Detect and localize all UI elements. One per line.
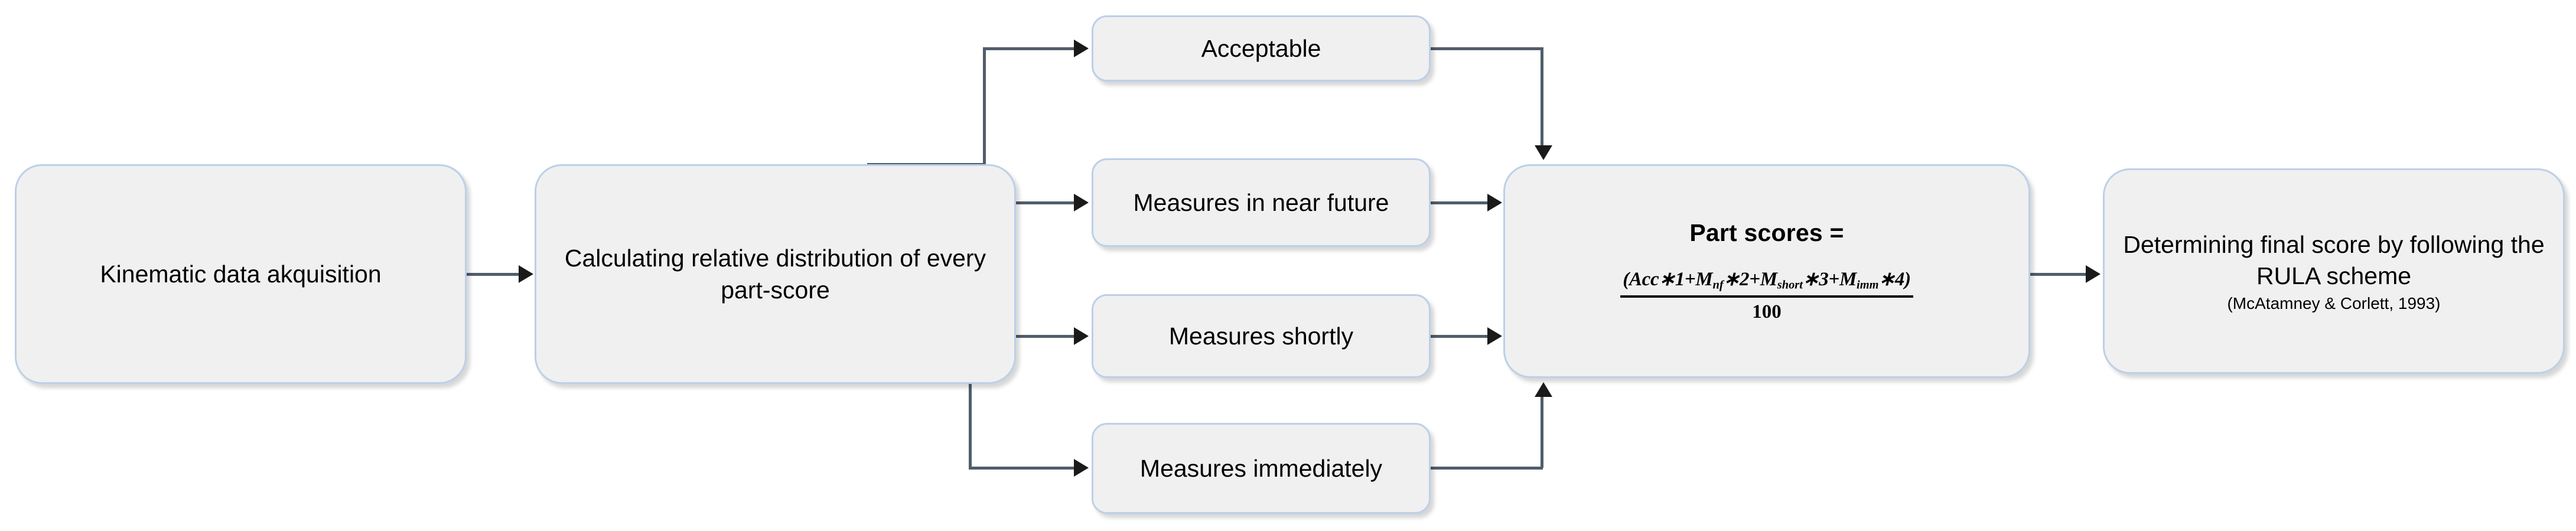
arrowhead-acceptable-in: [1074, 40, 1089, 57]
arrowhead-partscores-bottom-in: [1535, 382, 1552, 397]
node-acceptable[interactable]: Acceptable: [1092, 15, 1431, 82]
formula-denominator: 100: [1752, 301, 1782, 322]
final-score-label: Determining final score by following the…: [2123, 230, 2545, 289]
edge-calculating-to-near-future: [1016, 201, 1075, 204]
edge-branch-up-horizontal: [983, 47, 1075, 50]
arrowhead-shortly-in: [1074, 327, 1089, 345]
arrowhead-near-future-in: [1074, 194, 1089, 211]
arrowhead-partscores-top-in: [1535, 145, 1552, 160]
edge-shortly-to-partscores: [1431, 335, 1489, 338]
edge-branch-up-vertical: [983, 48, 986, 164]
node-measures-in-near-future[interactable]: Measures in near future: [1092, 158, 1431, 247]
edge-acceptable-to-partscores-h: [1431, 47, 1543, 50]
part-scores-formula: (Acc∗1+Mnf∗2+Mshort∗3+Mimm∗4) 100: [1620, 267, 1913, 323]
arrowhead-calculating-in: [519, 265, 533, 283]
node-measures-shortly[interactable]: Measures shortly: [1092, 294, 1431, 378]
formula-numerator: (Acc∗1+Mnf∗2+Mshort∗3+Mimm∗4): [1620, 267, 1913, 298]
arrowhead-partscores-in-1: [1487, 194, 1502, 211]
node-label: Measures shortly: [1168, 322, 1354, 350]
arrowhead-immediately-in: [1074, 459, 1089, 477]
node-label: Calculating relative distribution of eve…: [564, 244, 986, 304]
node-kinematic-data-akquisition[interactable]: Kinematic data akquisition: [15, 164, 467, 384]
edge-calculating-to-shortly: [1016, 335, 1075, 338]
edge-branch-down-horizontal: [969, 467, 1075, 470]
formula-numerator-text: (Acc∗1+Mnf∗2+Mshort∗3+Mimm∗4): [1623, 269, 1911, 292]
node-part-scores[interactable]: Part scores = (Acc∗1+Mnf∗2+Mshort∗3+Mimm…: [1503, 164, 2030, 378]
node-label: Measures in near future: [1133, 188, 1389, 216]
node-label: Measures immediately: [1139, 454, 1383, 482]
edge-near-future-to-partscores: [1431, 201, 1489, 204]
node-label: Acceptable: [1201, 34, 1321, 62]
edge-kinematic-to-calculating: [467, 273, 519, 276]
edge-acceptable-to-partscores-v: [1541, 47, 1543, 146]
node-label: Kinematic data akquisition: [100, 260, 382, 288]
arrowhead-finalscore-in: [2086, 265, 2100, 283]
edge-immediately-to-partscores-v: [1541, 397, 1543, 468]
arrowhead-partscores-in-2: [1487, 327, 1502, 345]
node-determining-final-score[interactable]: Determining final score by following the…: [2103, 168, 2565, 374]
edge-immediately-to-partscores-h: [1431, 467, 1543, 470]
node-calculating-relative-distribution[interactable]: Calculating relative distribution of eve…: [535, 164, 1016, 384]
part-scores-title: Part scores =: [1689, 219, 1844, 247]
final-score-citation: (McAtamney & Corlett, 1993): [2227, 294, 2441, 313]
node-measures-immediately[interactable]: Measures immediately: [1092, 423, 1431, 514]
edge-branch-down-vertical: [969, 383, 972, 469]
edge-partscores-to-finalscore: [2030, 273, 2087, 276]
